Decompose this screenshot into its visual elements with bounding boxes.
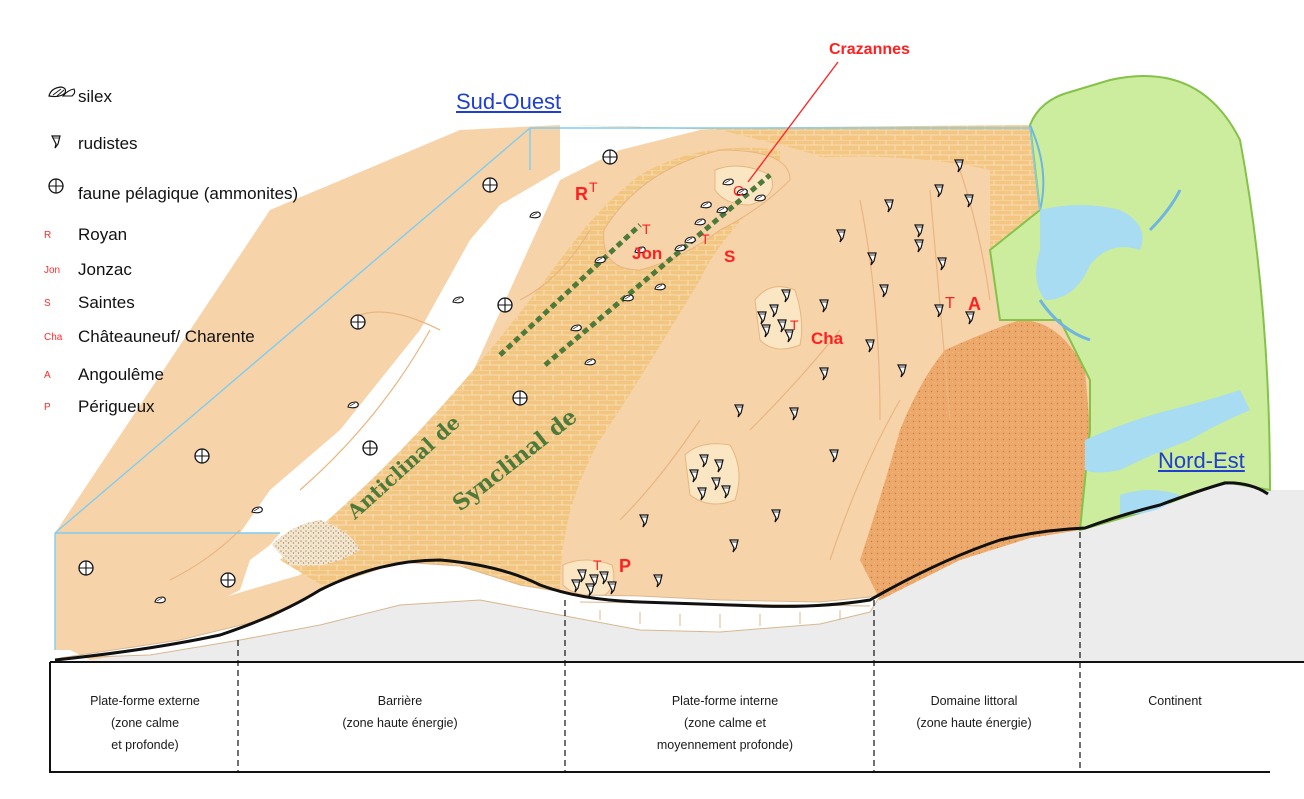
basement-contact-line — [54, 481, 1269, 662]
legend-label: Périgueux — [78, 397, 155, 416]
crazannes-label: Crazannes — [829, 41, 910, 58]
river-east — [1085, 390, 1250, 473]
zone-line: (zone calme — [110, 716, 180, 730]
town-jonzac-marker: T — [642, 221, 651, 237]
legend-item-jonzac: Jon Jonzac — [44, 257, 132, 283]
town-chateauneuf: Cha — [811, 329, 844, 348]
legend-code: Jon — [44, 264, 61, 276]
syncline-axis — [543, 173, 772, 367]
legend-item-chateauneuf: Cha Châteauneuf/ Charente — [44, 324, 255, 350]
zone-line: Domaine littoral — [930, 694, 1018, 708]
legend-label: faune pélagique (ammonites) — [78, 184, 299, 203]
zone-line: Continent — [1148, 694, 1202, 708]
legend-label: Jonzac — [78, 260, 132, 279]
legend-item-ammonites: faune pélagique (ammonites) — [44, 181, 298, 207]
legend-item-rudistes: rudistes — [44, 131, 138, 157]
reef-patch-crazannes — [714, 165, 773, 206]
lake-north — [1036, 205, 1143, 300]
zone-line: (zone haute énergie) — [342, 716, 458, 730]
legend-item-perigueux: P Périgueux — [44, 394, 155, 420]
crazannes-leader-line — [747, 61, 839, 183]
town-perigueux: P — [619, 556, 631, 576]
platform-front-face — [55, 533, 280, 650]
town-perigueux-marker: T — [593, 557, 602, 573]
legend-label: silex — [78, 87, 113, 106]
zone-continent: Continent — [1090, 690, 1260, 712]
anticline-axis — [498, 223, 642, 357]
basement-block — [50, 482, 1304, 662]
legend-code: S — [44, 297, 51, 309]
town-saintes: S — [724, 247, 735, 266]
legend-item-royan: R Royan — [44, 222, 127, 248]
legend-label: Saintes — [78, 293, 135, 312]
zone-domaine-littoral: Domaine littoral (zone haute énergie) — [884, 690, 1064, 734]
littoral-domain — [860, 320, 1090, 600]
direction-northeast: Nord-Est — [1158, 448, 1245, 473]
zone-line: Plate-forme externe — [90, 694, 200, 708]
zone-plateforme-interne: Plate-forme interne (zone calme et moyen… — [610, 690, 840, 756]
direction-southwest: Sud-Ouest — [456, 89, 562, 114]
ammonite-icon — [44, 183, 78, 205]
town-jonzac: Jon — [632, 244, 662, 263]
zone-barriere: Barrière (zone haute énergie) — [300, 690, 500, 734]
zone-plateforme-externe: Plate-forme externe (zone calme et profo… — [55, 690, 235, 756]
legend-code: R — [44, 229, 52, 241]
legend-item-silex: silex — [44, 84, 112, 110]
town-angouleme-marker: T — [945, 295, 955, 312]
town-chateauneuf-marker: T — [790, 317, 799, 333]
zone-line: (zone haute énergie) — [916, 716, 1032, 730]
reef-patch-barrier — [272, 520, 360, 566]
silex-icon — [44, 86, 78, 108]
legend-item-angouleme: A Angoulême — [44, 362, 164, 388]
town-saintes-marker: T — [701, 231, 710, 247]
block-outline — [54, 127, 1041, 650]
channel-lines — [169, 169, 991, 581]
legend-label: Châteauneuf/ Charente — [78, 327, 255, 346]
legend-label: Angoulême — [78, 365, 165, 384]
legend-code: P — [44, 401, 51, 413]
legend-label: rudistes — [78, 134, 138, 153]
zone-line: Barrière — [377, 694, 423, 708]
zone-line: (zone calme et — [684, 716, 766, 730]
town-royan-marker: T — [589, 179, 598, 195]
rudiste-icon — [44, 133, 78, 155]
zone-line: Plate-forme interne — [671, 694, 779, 708]
zone-line: et profonde) — [111, 738, 179, 752]
legend-code: A — [44, 369, 51, 381]
town-angouleme: A — [968, 294, 981, 314]
legend-item-saintes: S Saintes — [44, 290, 135, 316]
legend-code: Cha — [44, 331, 63, 343]
zone-table — [49, 532, 1304, 773]
legend-icons — [48, 86, 76, 194]
town-crazannes-code: C — [733, 183, 744, 200]
zone-line: moyennement profonde) — [656, 738, 794, 752]
town-royan: R — [575, 184, 588, 204]
legend-label: Royan — [78, 225, 128, 244]
